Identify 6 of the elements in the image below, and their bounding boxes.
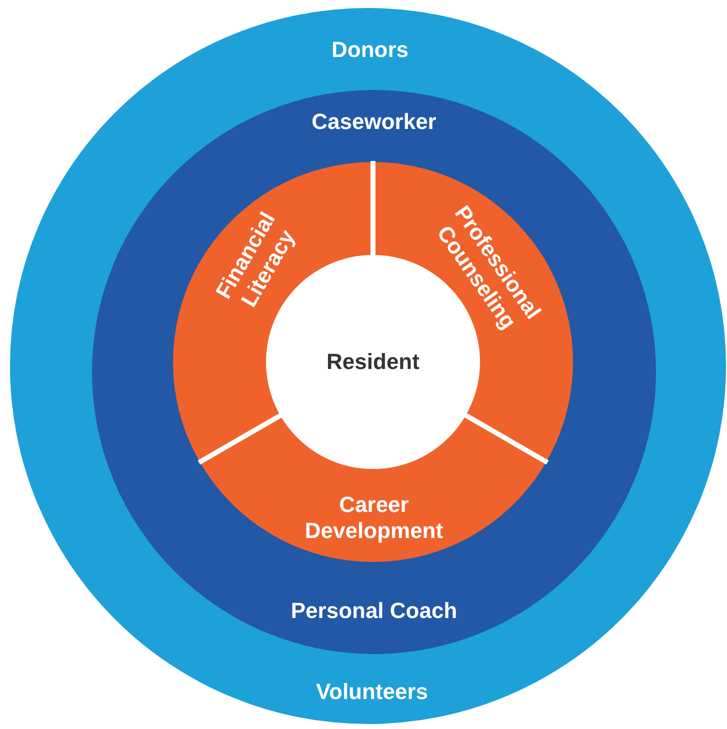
ring-label: Volunteers xyxy=(316,679,428,705)
segment-label: Career Development xyxy=(304,492,444,544)
center-label: Resident xyxy=(326,349,420,375)
ring-label: Caseworker xyxy=(312,109,436,135)
ring-label: Donors xyxy=(332,37,408,63)
ring-label: Personal Coach xyxy=(290,598,458,624)
